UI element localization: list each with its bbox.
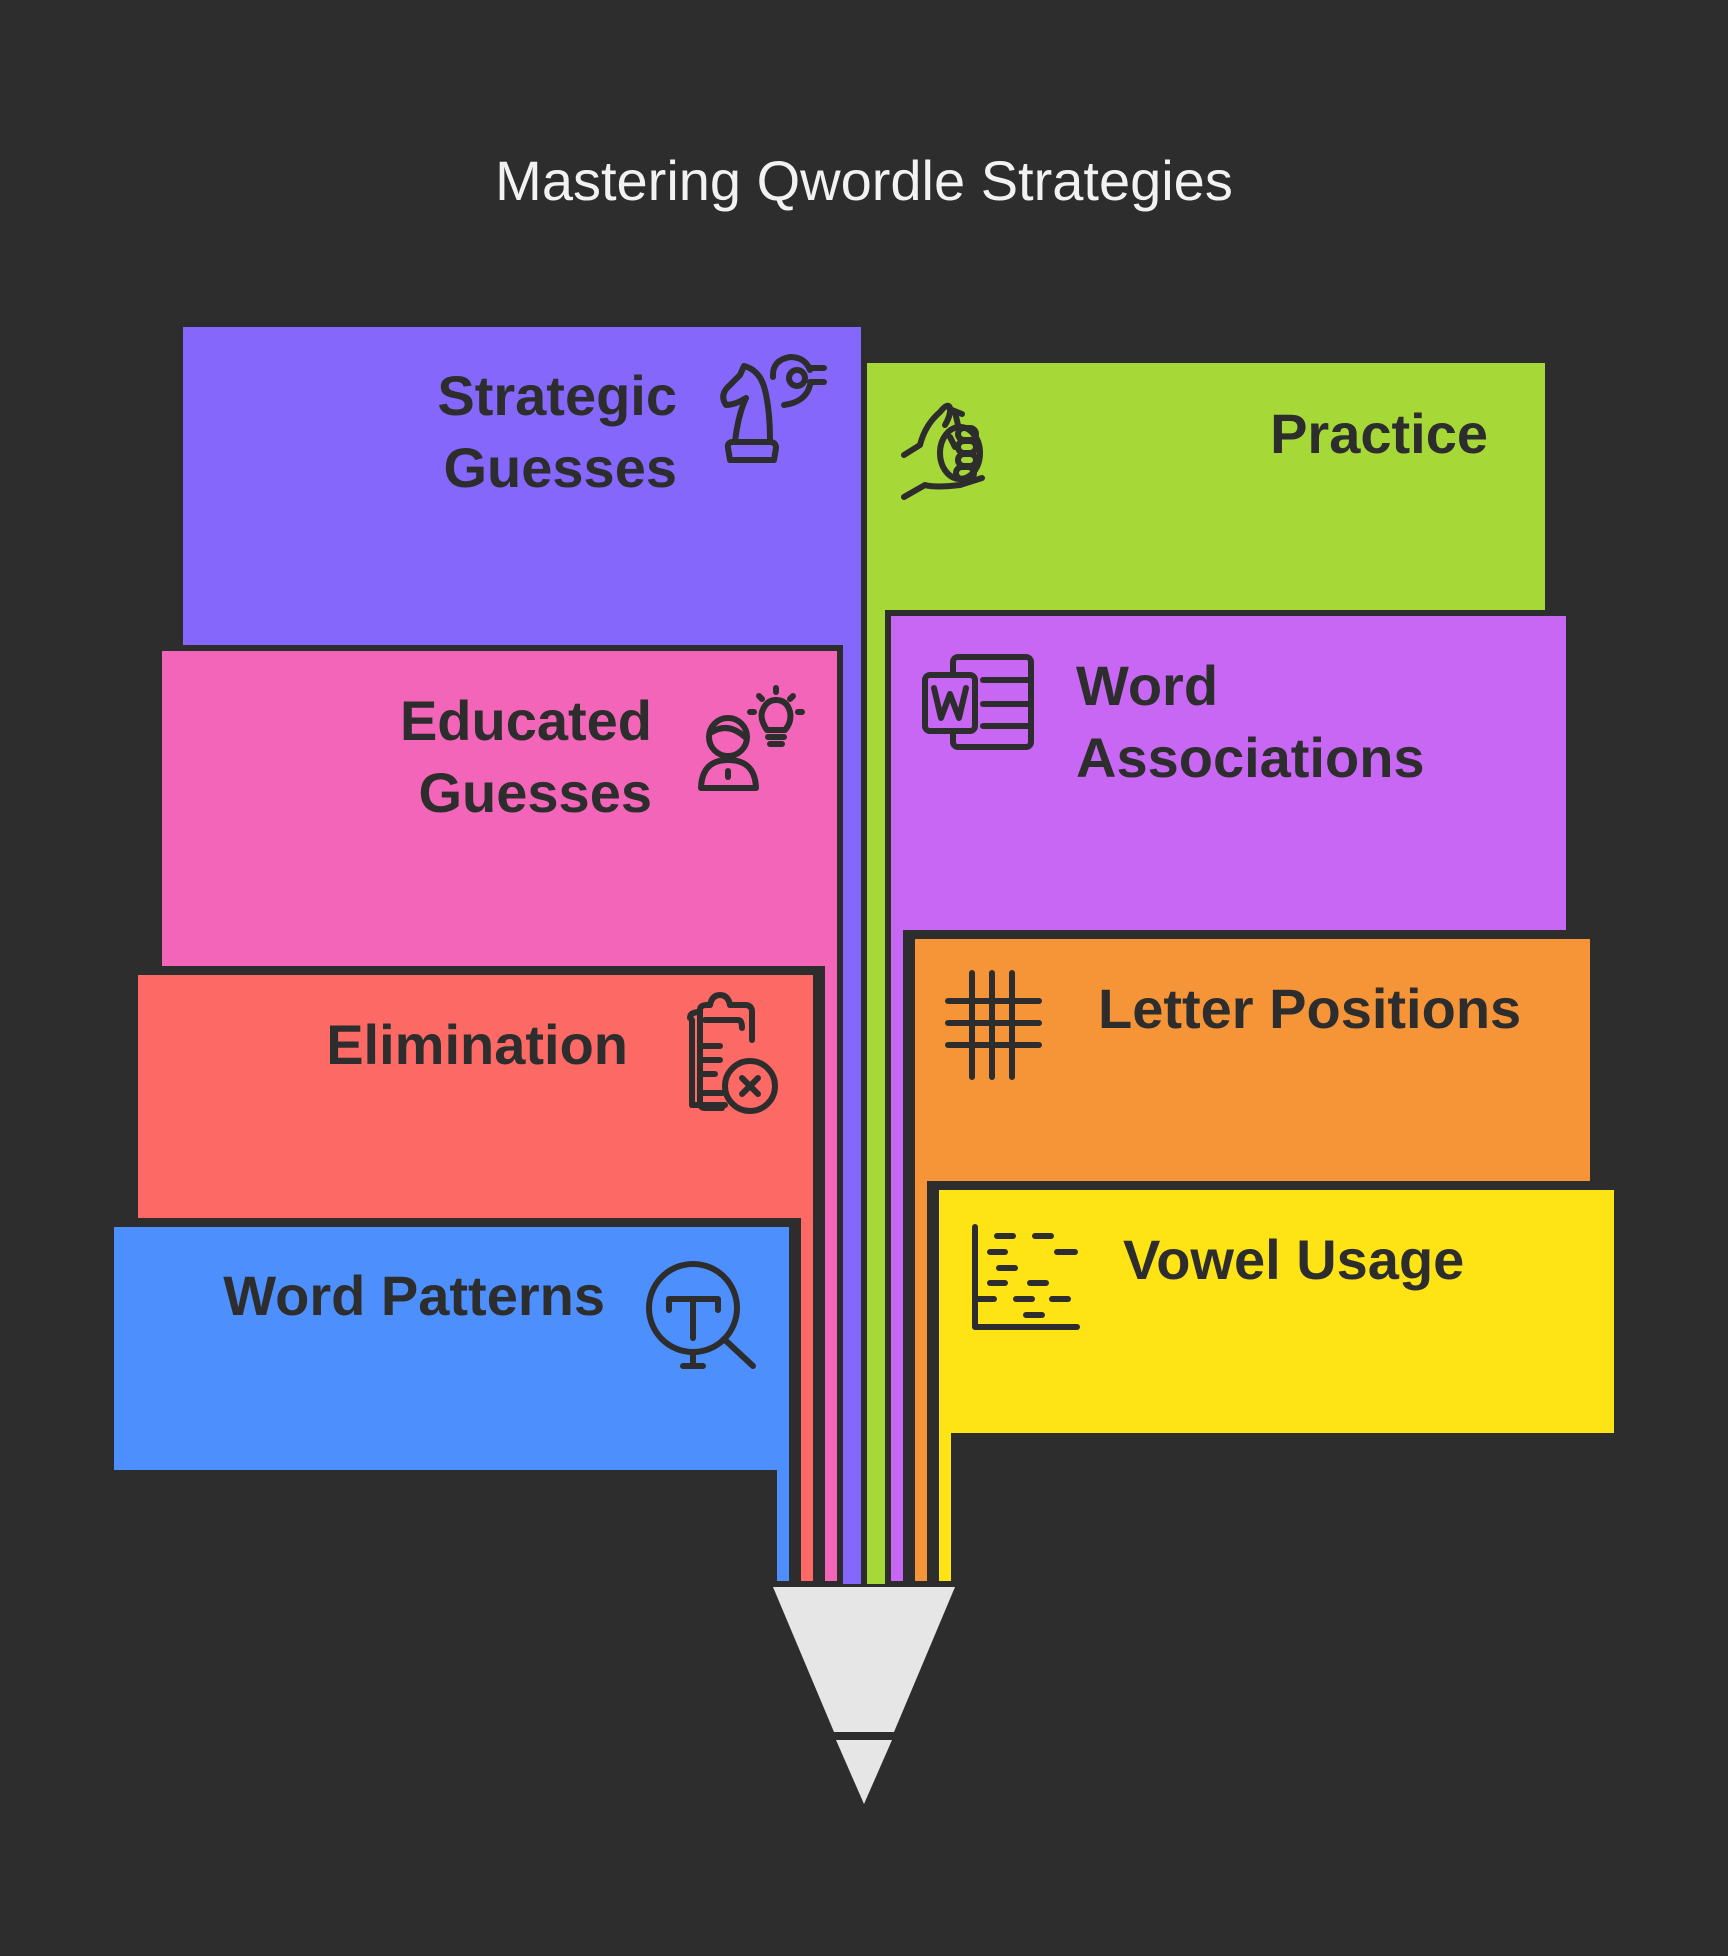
label-strategic-guesses-line1: Strategic [437, 364, 677, 427]
label-strategic-guesses-line2: Guesses [444, 436, 678, 499]
label-letter-positions: Letter Positions [1098, 977, 1521, 1040]
label-vowel-usage: Vowel Usage [1123, 1228, 1464, 1291]
panel-word-associations: Word Associations [885, 610, 1572, 1587]
label-educated-guesses-line1: Educated [400, 689, 652, 752]
panel-practice: Practice [867, 363, 1545, 1584]
label-educated-guesses-line2: Guesses [419, 761, 653, 824]
grid-icon [945, 970, 1042, 1080]
page-title: Mastering Qwordle Strategies [495, 149, 1233, 212]
label-word-patterns: Word Patterns [223, 1264, 605, 1327]
chess-knight-idea-icon [720, 354, 827, 463]
label-elimination: Elimination [326, 1013, 628, 1076]
label-word-associations-line2: Associations [1076, 726, 1425, 789]
label-word-associations-line1: Word [1076, 654, 1218, 717]
pencil-tip [773, 1587, 955, 1804]
panel-strategic-guesses: Strategic Guesses [183, 327, 861, 1584]
panel-vowel-usage: Vowel Usage [933, 1184, 1620, 1587]
text-search-icon [646, 1261, 756, 1369]
panel-letter-positions: Letter Positions [909, 933, 1596, 1587]
panel-word-patterns: Word Patterns [108, 1221, 795, 1587]
person-lightbulb-icon [698, 685, 805, 791]
hand-stopwatch-icon [901, 402, 985, 500]
word-document-icon [922, 654, 1034, 750]
dashed-chart-icon [972, 1224, 1080, 1330]
clipboard-x-icon [687, 992, 778, 1114]
label-practice: Practice [1270, 402, 1488, 465]
